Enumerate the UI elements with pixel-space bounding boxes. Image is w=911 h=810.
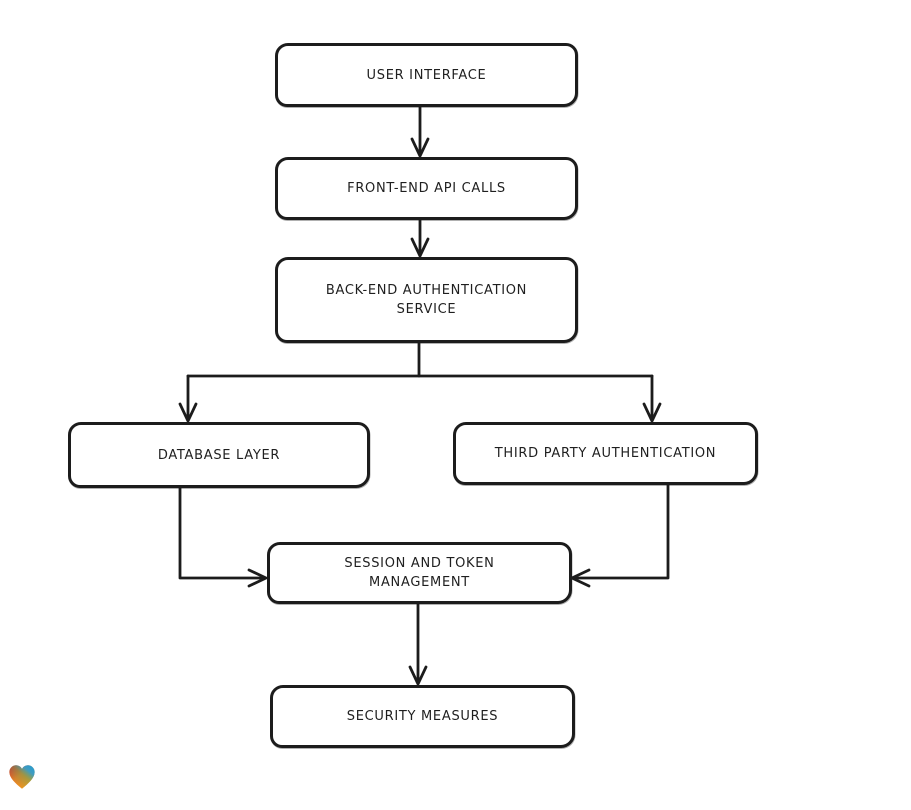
node-label: USER INTERFACE	[366, 67, 487, 83]
arrow-third-party-to-session	[570, 483, 670, 588]
gradient-heart-icon	[7, 762, 37, 792]
node-database-layer: DATABASE LAYER	[68, 422, 370, 488]
node-label: DATABASE LAYER	[157, 447, 281, 463]
arrow-back-end-branch	[178, 341, 662, 423]
arrow-user-interface-to-front-end	[410, 105, 430, 158]
node-back-end-authentication-service: BACK-END AUTHENTICATION SERVICE	[275, 257, 578, 343]
node-user-interface: USER INTERFACE	[275, 43, 578, 107]
arrow-session-to-security	[408, 602, 428, 686]
node-security-measures: SECURITY MEASURES	[270, 685, 575, 748]
node-session-and-token-management: SESSION AND TOKEN MANAGEMENT	[267, 542, 572, 604]
arrow-front-end-to-back-end	[410, 218, 430, 258]
node-label: SERVICE	[396, 302, 457, 317]
node-label: FRONT-END API CALLS	[347, 181, 506, 196]
node-label: BACK-END AUTHENTICATION	[325, 283, 528, 298]
node-front-end-api-calls: FRONT-END API CALLS	[275, 157, 578, 220]
arrow-database-to-session	[178, 486, 268, 588]
node-third-party-authentication: THIRD PARTY AUTHENTICATION	[453, 422, 758, 485]
node-label: SESSION AND TOKEN	[344, 556, 495, 571]
node-label: SECURITY MEASURES	[346, 709, 499, 724]
node-label: THIRD PARTY AUTHENTICATION	[494, 446, 717, 461]
node-label: MANAGEMENT	[369, 575, 470, 590]
